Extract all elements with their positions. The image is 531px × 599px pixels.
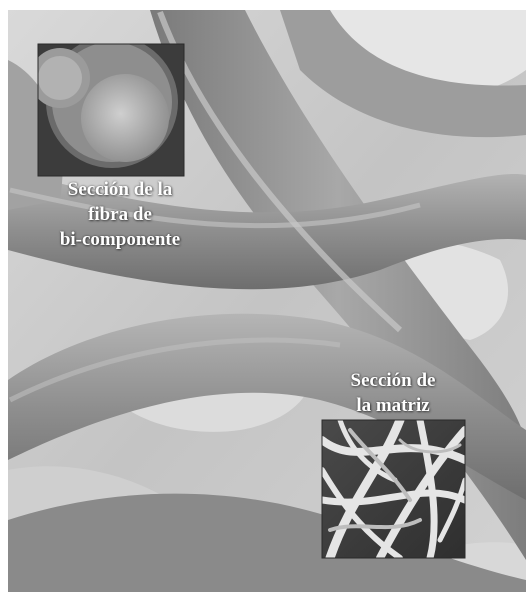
fiber-section-inset	[30, 36, 184, 176]
matrix-section-label-line-2: la matriz	[318, 393, 468, 418]
fiber-section-label-line-3: bi-componente	[30, 227, 210, 252]
fiber-section-label-line-1: Sección de la	[30, 177, 210, 202]
matrix-section-inset	[322, 420, 465, 558]
matrix-section-label-line-1: Sección de	[318, 368, 468, 393]
matrix-section-label: Sección de la matriz	[318, 368, 468, 418]
fiber-section-label-line-2: fibra de	[30, 202, 210, 227]
fiber-section-label: Sección de la fibra de bi-componente	[30, 177, 210, 252]
